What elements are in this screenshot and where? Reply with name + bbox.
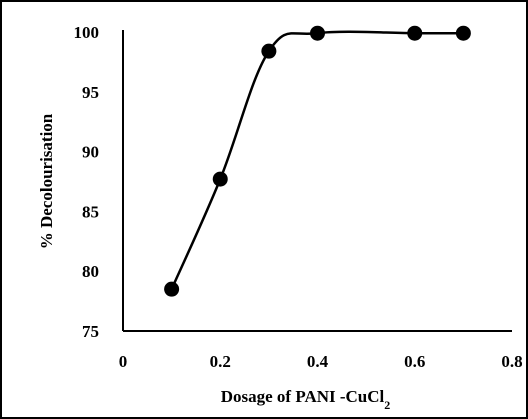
y-tick-label: 75	[82, 322, 99, 341]
data-points	[164, 25, 471, 297]
y-tick-label: 85	[82, 202, 99, 221]
x-tick-label: 0	[119, 352, 128, 371]
y-tick-label: 80	[82, 262, 99, 281]
x-tick-label: 0.4	[307, 352, 329, 371]
data-point	[310, 25, 325, 41]
data-point	[407, 25, 423, 41]
x-tick-label: 0.6	[404, 352, 425, 371]
data-point	[164, 281, 180, 297]
x-tick-labels: 0 0.2 0.4 0.6 0.8	[119, 352, 523, 371]
data-point	[455, 25, 471, 41]
data-point	[212, 171, 228, 187]
y-tick-label: 100	[74, 23, 100, 42]
axes	[122, 30, 512, 332]
x-tick-label: 0.2	[210, 352, 231, 371]
y-tick-label: 95	[82, 83, 99, 102]
x-axis-title-subscript: 2	[384, 398, 390, 412]
y-axis-title: % Decolourisation	[37, 113, 56, 249]
data-point	[261, 43, 277, 59]
x-axis-title: Dosage of PANI -CuCl2	[221, 387, 391, 412]
series-line	[170, 30, 464, 290]
x-tick-label: 0.8	[501, 352, 522, 371]
y-tick-labels: 75 80 85 90 95 100	[74, 23, 100, 341]
y-tick-label: 90	[82, 143, 99, 162]
x-axis-title-main: Dosage of PANI -CuCl	[221, 387, 385, 406]
